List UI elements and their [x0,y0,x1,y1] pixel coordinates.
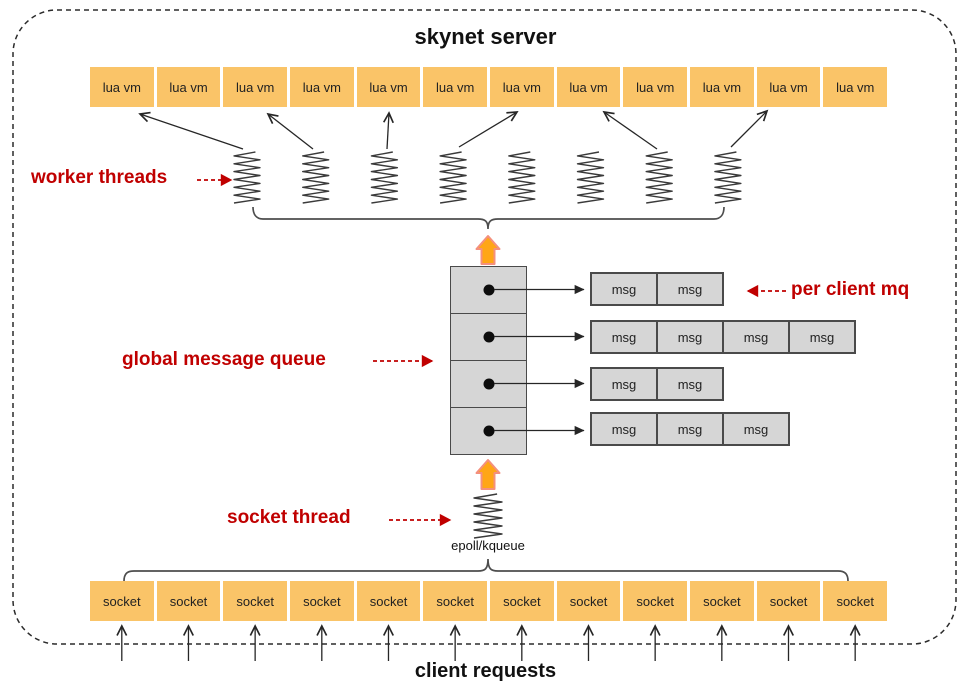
socket-box: socket [690,581,754,621]
msg-cell: msg [590,272,658,306]
socket-box: socket [556,581,621,621]
socket-box: socket [756,581,821,621]
global-message-queue [450,266,527,455]
lua-vm-box: lua vm [290,67,354,107]
lua-vm-box: lua vm [223,67,288,107]
socket-box: socket [156,581,221,621]
socket-gather-brace [123,558,849,582]
lua-vm-box: lua vm [490,67,554,107]
worker-threads-label: worker threads [31,167,168,188]
lua-vm-box: lua vm [823,67,888,107]
queue-item-dot [483,331,494,343]
queue-slot [451,408,526,454]
msg-cell: msg [656,320,724,354]
socket-box: socket [623,581,688,621]
client-request-arrows [116,624,861,661]
socket-thread-spring [473,493,503,539]
msg-cell: msg [590,320,658,354]
lua-vm-box: lua vm [90,67,154,107]
queue-item-dot [483,378,494,390]
socket-box: socket [490,581,554,621]
socket-box: socket [356,581,421,621]
socket-feed-arrow [475,459,501,490]
lua-vm-box: lua vm [423,67,488,107]
lua-vm-box: lua vm [356,67,421,107]
worker-gather-brace [252,206,725,230]
socket-box: socket [290,581,354,621]
lua-vm-box: lua vm [556,67,621,107]
lua-vm-box: lua vm [156,67,221,107]
diagram-title: skynet server [414,24,557,49]
client-requests-label: client requests [414,660,557,682]
msg-cell: msg [788,320,856,354]
queue-item-dot [483,284,494,296]
queue-item-dot [483,425,494,437]
socket-box: socket [90,581,154,621]
socket-box: socket [823,581,888,621]
socket-thread-label: socket thread [227,507,351,528]
socket-box: socket [423,581,488,621]
msg-cell: msg [722,412,790,446]
msg-cell: msg [656,367,724,401]
msg-cell: msg [590,367,658,401]
msg-cell: msg [656,412,724,446]
spring-to-luavm-arrows [138,109,769,150]
workers-feed-arrow [475,235,501,265]
queue-slot [451,361,526,408]
lua-vm-box: lua vm [756,67,821,107]
msg-cell: msg [722,320,790,354]
socket-box: socket [223,581,288,621]
msg-cell: msg [590,412,658,446]
epoll-kqueue-label: epoll/kqueue [451,538,525,553]
lua-vm-box: lua vm [690,67,754,107]
per-client-mq-label: per client mq [791,279,910,300]
queue-slot [451,314,526,361]
msg-cell: msg [656,272,724,306]
worker-thread-springs [233,151,742,204]
queue-slot [451,267,526,314]
global-message-queue-label: global message queue [122,349,326,370]
lua-vm-box: lua vm [623,67,688,107]
